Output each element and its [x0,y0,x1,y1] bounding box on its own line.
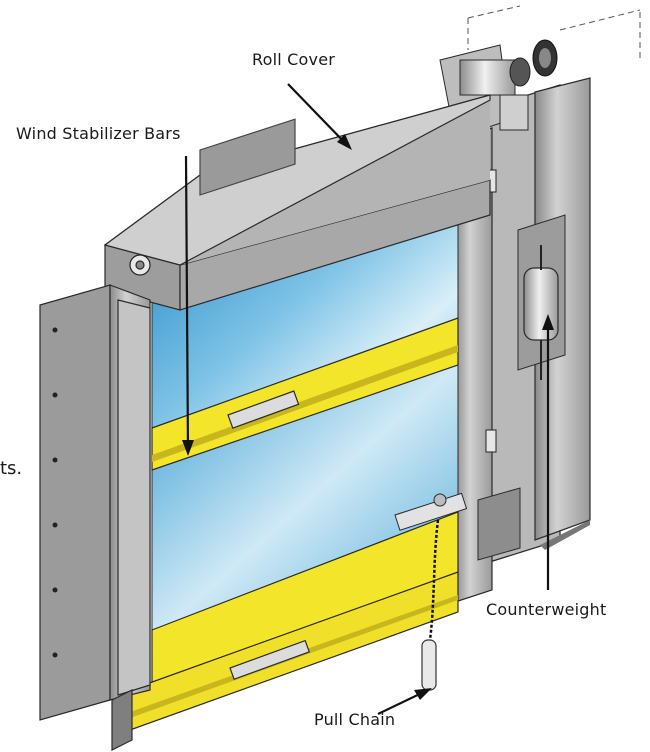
edge-text-fragment: ts. [0,458,23,479]
right-side-column [479,77,591,566]
roll-cover-arrow [287,83,349,147]
left-guide-rail [39,284,151,751]
handle [394,492,468,531]
wind-stabilizer-bars-label: Wind Stabilizer Bars [16,124,181,143]
stabilizer-bars [129,317,459,731]
roll-cover-box [103,94,491,311]
pull-chain-handle [421,639,437,691]
wall-outline [467,5,641,60]
counterweight-label: Counterweight [486,600,607,619]
pull-chain-label: Pull Chain [314,710,396,729]
callout-arrows [182,83,554,715]
wind-stabilizer-arrow [184,155,190,453]
roll-cover-label: Roll Cover [252,50,336,69]
